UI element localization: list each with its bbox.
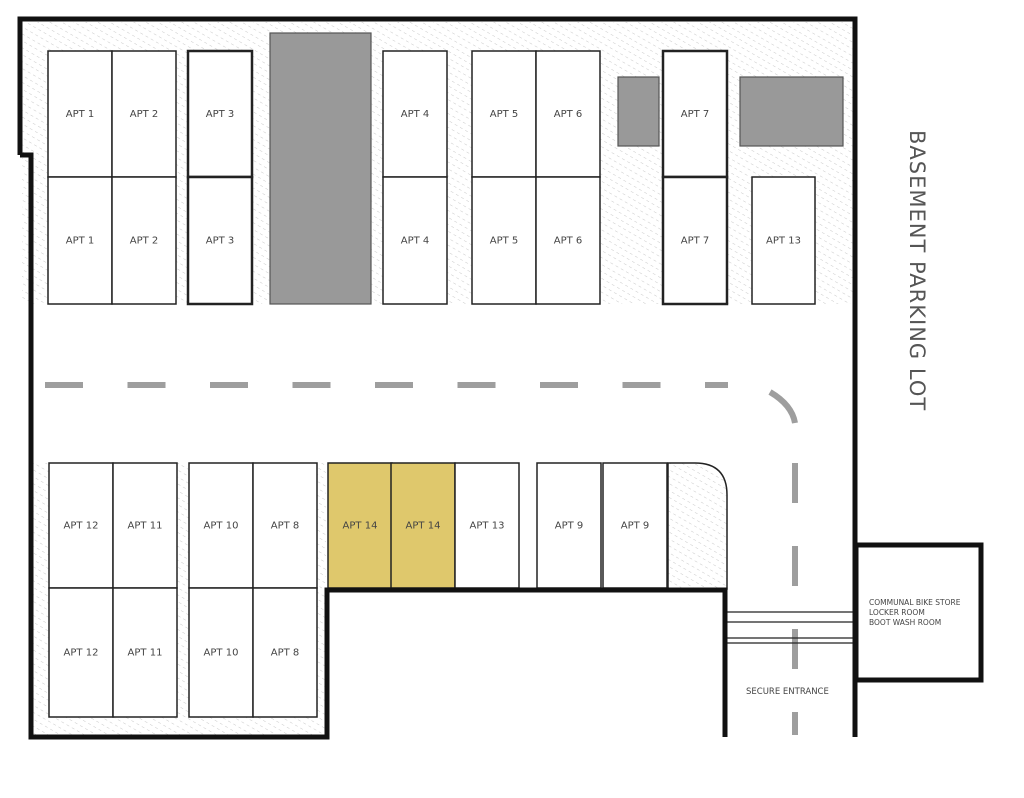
- parking-space[interactable]: APT 2: [111, 50, 177, 178]
- entrance-threshold: [727, 611, 853, 644]
- parking-space[interactable]: APT 10: [188, 462, 254, 589]
- space-outline: [471, 176, 537, 305]
- space-outline: [188, 462, 254, 589]
- space-label: APT 2: [130, 109, 159, 120]
- space-label: APT 7: [681, 236, 710, 247]
- space-outline: [535, 176, 601, 305]
- space-label: APT 4: [401, 109, 430, 120]
- parking-space[interactable]: APT 13: [751, 176, 816, 305]
- parking-space[interactable]: APT 8: [252, 462, 318, 589]
- space-outline: [382, 50, 448, 178]
- space-label: APT 4: [401, 236, 430, 247]
- parking-space[interactable]: APT 4: [382, 176, 448, 305]
- parking-space[interactable]: APT 7: [661, 175, 729, 306]
- space-outline: [186, 175, 254, 306]
- space-label: APT 8: [271, 648, 300, 659]
- facility-boot-wash: BOOT WASH ROOM: [869, 618, 941, 627]
- space-label: APT 12: [64, 521, 99, 532]
- pillar-block: [739, 76, 844, 147]
- parking-space[interactable]: APT 6: [535, 50, 601, 178]
- space-label: APT 8: [271, 521, 300, 532]
- space-outline: [471, 50, 537, 178]
- space-outline: [111, 176, 177, 305]
- parking-space[interactable]: APT 5: [471, 176, 537, 305]
- space-label: APT 14: [343, 521, 378, 532]
- space-outline: [47, 176, 113, 305]
- parking-space[interactable]: APT 14: [327, 462, 393, 589]
- outer-wall: [17, 16, 858, 737]
- parking-space[interactable]: APT 9: [602, 462, 668, 589]
- space-label: APT 1: [66, 236, 95, 247]
- space-label: APT 7: [681, 109, 710, 120]
- space-label: APT 2: [130, 236, 159, 247]
- parking-space[interactable]: APT 5: [471, 50, 537, 178]
- space-outline: [252, 587, 318, 718]
- space-outline: [382, 176, 448, 305]
- space-label: APT 13: [766, 236, 801, 247]
- pillar-block: [617, 76, 660, 147]
- space-outline: [661, 175, 729, 306]
- parking-space[interactable]: APT 11: [112, 462, 178, 589]
- space-label: APT 10: [204, 648, 239, 659]
- parking-space[interactable]: APT 2: [111, 176, 177, 305]
- pillar-block: [269, 32, 372, 305]
- outer-wall-lower: [20, 152, 728, 740]
- parking-space[interactable]: APT 14: [390, 462, 456, 589]
- secure-entrance-label: SECURE ENTRANCE: [746, 687, 829, 697]
- space-outline: [112, 587, 178, 718]
- lane-marking-curve: [768, 389, 798, 424]
- space-label: APT 3: [206, 236, 235, 247]
- space-outline: [112, 462, 178, 589]
- parking-space[interactable]: APT 7: [661, 49, 729, 179]
- space-label: APT 10: [204, 521, 239, 532]
- parking-space[interactable]: APT 6: [535, 176, 601, 305]
- space-label: APT 6: [554, 236, 583, 247]
- facilities-room: [853, 542, 984, 683]
- space-outline: [454, 462, 520, 589]
- space-outline: [535, 50, 601, 178]
- space-label: APT 3: [206, 109, 235, 120]
- parking-space[interactable]: APT 13: [454, 462, 520, 589]
- corner-curb: [667, 462, 728, 590]
- parking-space[interactable]: APT 10: [188, 587, 254, 718]
- space-label: APT 6: [554, 109, 583, 120]
- space-label: APT 11: [128, 648, 163, 659]
- space-outline: [602, 462, 668, 589]
- space-label: APT 9: [555, 521, 584, 532]
- space-outline: [390, 462, 456, 589]
- facility-bike-store: COMMUNAL BIKE STORE: [869, 598, 961, 607]
- parking-space[interactable]: APT 12: [48, 462, 114, 589]
- space-label: APT 14: [406, 521, 441, 532]
- facility-locker-room: LOCKER ROOM: [869, 608, 925, 617]
- space-outline: [188, 587, 254, 718]
- space-outline: [252, 462, 318, 589]
- space-label: APT 12: [64, 648, 99, 659]
- space-label: APT 5: [490, 109, 519, 120]
- parking-space[interactable]: APT 3: [186, 49, 254, 179]
- space-label: APT 5: [490, 236, 519, 247]
- lane-markings: [45, 382, 798, 735]
- space-label: APT 11: [128, 521, 163, 532]
- parking-space[interactable]: APT 9: [536, 462, 602, 589]
- space-label: APT 13: [470, 521, 505, 532]
- parking-space[interactable]: APT 1: [47, 50, 113, 178]
- parking-space[interactable]: APT 3: [186, 175, 254, 306]
- parking-space[interactable]: APT 12: [48, 587, 114, 718]
- parking-space[interactable]: APT 1: [47, 176, 113, 305]
- space-outline: [661, 49, 729, 179]
- space-outline: [536, 462, 602, 589]
- space-outline: [111, 50, 177, 178]
- space-label: APT 9: [621, 521, 650, 532]
- space-outline: [751, 176, 816, 305]
- space-outline: [186, 49, 254, 179]
- parking-space[interactable]: APT 8: [252, 587, 318, 718]
- parking-space[interactable]: APT 4: [382, 50, 448, 178]
- space-label: APT 1: [66, 109, 95, 120]
- parking-space[interactable]: APT 11: [112, 587, 178, 718]
- plan-title: BASEMENT PARKING LOT: [905, 130, 929, 411]
